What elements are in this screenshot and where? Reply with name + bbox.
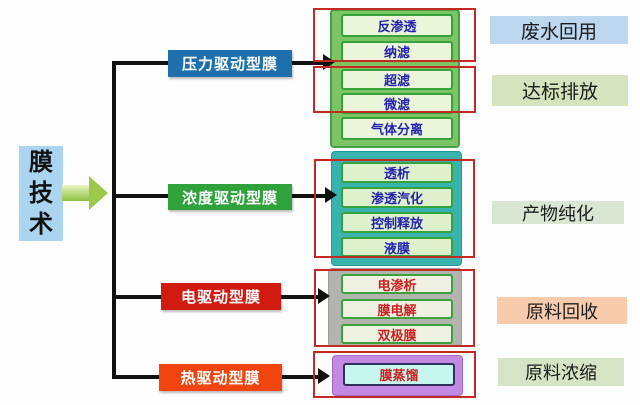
- application-label-standard-discharge: 达标排放: [492, 75, 628, 106]
- branch-connector-electric-right: [280, 295, 320, 299]
- sub-item-membrane-electrolysis: 膜电解: [341, 299, 453, 319]
- highlight-box-concentration-group: [313, 351, 476, 398]
- branch-label-thermal-driven: 热驱动型膜: [159, 364, 282, 391]
- sub-item-dialysis: 透析: [341, 162, 453, 183]
- trunk-line: [112, 61, 116, 379]
- arrowhead-thermal-icon: [318, 368, 330, 384]
- branch-connector-concentration-left: [112, 194, 170, 198]
- highlight-box-discharge-group: [313, 66, 476, 113]
- branch-connector-electric-left: [112, 295, 163, 299]
- highlight-box-recovery-group: [314, 269, 475, 347]
- sub-item-electrodialysis: 电渗析: [341, 274, 453, 294]
- highlight-box-wastewater-reuse-group: [313, 8, 476, 62]
- sub-item-reverse-osmosis: 反渗透: [341, 14, 453, 37]
- sub-item-pervaporation: 渗透汽化: [341, 187, 453, 208]
- branch-label-concentration-driven: 浓度驱动型膜: [168, 184, 292, 210]
- sub-item-microfiltration: 微滤: [341, 93, 453, 114]
- highlight-box-purification-group: [314, 159, 475, 258]
- root-char: 术: [29, 211, 53, 238]
- root-char: 膜: [29, 149, 53, 176]
- sub-item-membrane-distillation: 膜蒸馏: [343, 363, 455, 386]
- sub-item-bipolar-membrane: 双极膜: [341, 324, 453, 344]
- application-label-raw-material-concentration: 原料浓缩: [498, 358, 624, 386]
- branch-label-electric-driven: 电驱动型膜: [161, 283, 281, 310]
- branch-label-pressure-driven: 压力驱动型膜: [168, 50, 292, 77]
- branch-connector-thermal-left: [112, 375, 161, 379]
- branch-connector-pressure-left: [112, 61, 170, 65]
- sub-item-ultrafiltration: 超滤: [341, 69, 453, 90]
- root-arrow-icon: [62, 185, 89, 201]
- sub-item-controlled-release: 控制释放: [341, 212, 453, 233]
- application-label-raw-material-recovery: 原料回收: [497, 297, 627, 324]
- root-char: 技: [29, 180, 53, 207]
- branch-connector-pressure-right: [291, 61, 325, 65]
- application-label-wastewater-reuse: 废水回用: [490, 16, 628, 44]
- arrowhead-electric-icon: [318, 288, 330, 304]
- root-node-membrane-technology: 膜 技 术: [19, 146, 63, 241]
- arrowhead-concentration-icon: [325, 187, 337, 203]
- root-arrow-tip-icon: [89, 176, 108, 210]
- branch-connector-thermal-right: [281, 375, 320, 379]
- application-label-product-purification: 产物纯化: [492, 201, 624, 224]
- branch-connector-concentration-right: [291, 194, 327, 198]
- sub-item-gas-separation: 气体分离: [341, 117, 453, 140]
